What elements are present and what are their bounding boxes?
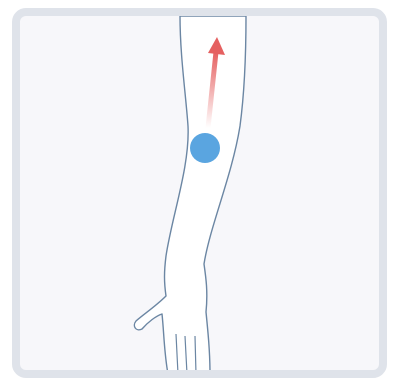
arm-illustration — [20, 16, 379, 370]
dot-icon — [190, 133, 220, 163]
illustration-panel — [12, 8, 387, 378]
arm-icon — [134, 16, 246, 370]
